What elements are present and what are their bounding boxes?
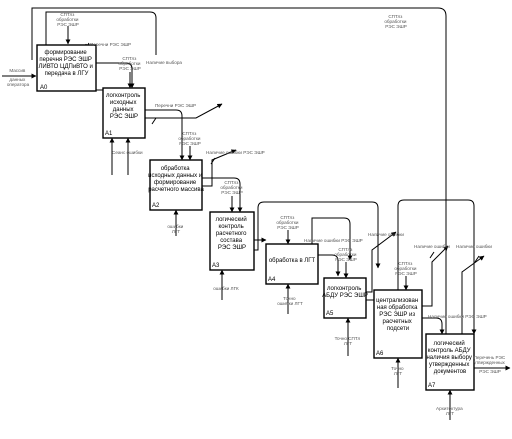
box-a1-number: A1 [105, 131, 113, 137]
box-a3-number: A3 [212, 263, 220, 269]
box-a2: обработка исходных данных и формирование… [148, 159, 204, 211]
label-in-a0: Массив данных оператора [7, 68, 30, 87]
label-mech-a6: Точно ЛГТ [391, 366, 405, 376]
box-a7-number: A7 [428, 383, 436, 389]
box-a0-number: A0 [40, 85, 48, 91]
label-ctrl-sptk-2: СПТлз обработки РЭС ЭШР [118, 56, 141, 71]
box-a0-title: формирование перечня РЭС ЭШР ЛИВТО ЦДПиВ… [38, 50, 94, 77]
label-ctrl-sptk-3: СПТлз обработки РЭС ЭШР [178, 131, 201, 146]
arrow-top-frame [31, 7, 449, 361]
label-ctrl-sptk-7: СПТлз обработки РЭС ЭШР [394, 261, 417, 276]
label-mech-a3: ошибки ЛГК [213, 286, 239, 291]
arrow-a2-a3 [202, 177, 243, 213]
box-a1-title: логконтроль исходных данных РЭС ЭШР [106, 93, 142, 120]
arrow-a0-top-loop [45, 11, 157, 55]
box-a1: логконтроль исходных данных РЭС ЭШР A1 [102, 87, 146, 139]
box-a7-title: логический контроль АБДУ наличия выбору … [426, 340, 473, 375]
arrow-a4-a5 [318, 254, 341, 277]
box-a4-title: обработка в ЛГТ [269, 258, 316, 264]
label-fb-a1: Перечни РЭС ЭШР [90, 42, 131, 47]
box-a5-title: логконтроль АБДУ РЭС ЭШР [322, 286, 368, 299]
arrow-a6-a7 [422, 317, 445, 335]
arrow-a7-feedback [461, 255, 485, 334]
label-mech-a2: ошибки ЛГТ [167, 224, 184, 234]
box-a4-number: A4 [268, 277, 276, 283]
label-fb-a7: Наличие ошибки [456, 244, 492, 249]
label-fb-a6: Наличие ошибки РЭС ЭШР [428, 314, 487, 319]
box-a6: централизован ная обработка РЭС ЭШР из р… [373, 289, 423, 359]
arrow-a1-a2 [145, 109, 185, 161]
box-a2-number: A2 [152, 203, 160, 209]
arrow-a2-feedback [202, 149, 237, 187]
arrow-a0-out [96, 62, 135, 89]
label-ctrl-sptk-1: СПТлз обработки РЭС ЭШР [56, 12, 79, 27]
box-a4: обработка в ЛГТ A4 [265, 243, 319, 285]
label-ctrl-sptk-5: СПТлз обработки РЭС ЭШР [276, 215, 299, 230]
label-mech-a7: Архитектура ЛГТ [436, 406, 464, 416]
label-out-final: Перечень РЭС утвержденных РЭС ЭШР [474, 355, 507, 374]
label-fb-a1b: Наличие выбора [146, 60, 182, 65]
box-a7: логический контроль АБДУ наличия выбору … [425, 333, 475, 391]
arrow-a1-out-right [145, 103, 223, 119]
label-ctrl-sptk-6: СПТлз обработки РЭС ЭШР [334, 247, 357, 262]
box-a0: формирование перечня РЭС ЭШР ЛИВТО ЦДПиВ… [36, 44, 97, 92]
label-fb-a4: Наличие ошибки РЭС ЭШР [304, 238, 363, 243]
box-a3: логический контроль расчетного состава Р… [209, 211, 255, 271]
label-mech-a4: Точно ошибки ЛГТ [277, 296, 303, 306]
label-ctrl-sptk-4: СПТлз обработки РЭС ЭШР [220, 180, 243, 195]
connector-lines [2, 7, 511, 420]
arrow-a6-feedback [422, 245, 449, 307]
box-a5-number: A5 [326, 311, 334, 317]
arrow-a3-feedback-loop [254, 201, 381, 269]
label-fb-a2: Перечни РЭС ЭШР [155, 103, 196, 108]
box-a5: логконтроль АБДУ РЭС ЭШР A5 [322, 277, 368, 319]
arrow-a6-top-loop [397, 199, 477, 335]
arrow-labels: СПТлз обработки РЭС ЭШР СПТлз обработки … [7, 12, 507, 416]
label-fb-a6b: Наличие ошибки [414, 244, 450, 249]
box-a6-title: централизован ная обработка РЭС ЭШР из р… [376, 298, 420, 332]
arrow-a4-loop [300, 217, 353, 261]
label-fb-a3: Наличие ошибки РЭС ЭШР [206, 150, 265, 155]
label-mech-a5: Точно СПТл ЛГТ [335, 336, 362, 346]
label-mech-a1: Сеанс ошибки [112, 150, 143, 155]
arrow-a5-feedback [366, 231, 397, 293]
label-ctrl-sptk-8: СПТлз обработки РЭС ЭШР [384, 14, 407, 29]
box-a3-title: логический контроль расчетного состава Р… [216, 216, 249, 251]
box-a2-title: обработка исходных данных и формирование… [148, 166, 204, 193]
label-fb-a5: Наличие ошибки [368, 232, 404, 237]
box-a6-number: A6 [376, 351, 384, 357]
